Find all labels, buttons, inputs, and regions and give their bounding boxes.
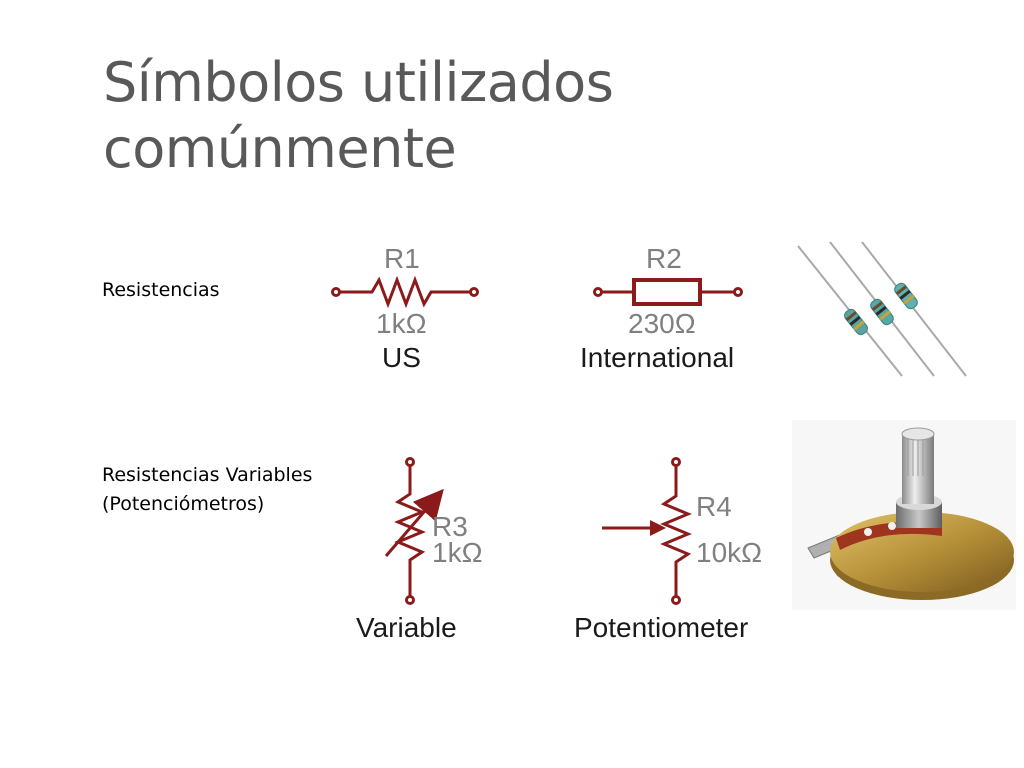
slide-title: Símbolos utilizados comúnmente	[103, 50, 903, 182]
r4-value: 10kΩ	[696, 537, 762, 568]
resistor-photo	[797, 241, 967, 377]
r3-designator: R3	[432, 511, 468, 542]
r2-value: 230Ω	[628, 308, 696, 339]
row-label-line-1: Resistencias Variables	[102, 464, 313, 486]
r3-caption: Variable	[356, 612, 457, 643]
title-line-2: comúnmente	[103, 117, 457, 180]
row-label-text: Resistencias	[102, 279, 220, 301]
title-line-1: Símbolos utilizados	[103, 51, 614, 114]
r2-designator: R2	[646, 243, 682, 274]
row-label-resistencias: Resistencias	[102, 276, 220, 305]
r4-caption: Potentiometer	[574, 612, 748, 643]
resistor-us-symbol: R1 1kΩ US	[331, 243, 479, 373]
potentiometer-photo	[792, 420, 1016, 610]
row-label-resistencias-variables: Resistencias Variables (Potenciómetros)	[102, 461, 312, 519]
r2-caption: International	[580, 342, 734, 373]
potentiometer-symbol: R4 10kΩ Potentiometer	[574, 457, 762, 643]
r1-caption: US	[382, 342, 421, 373]
r3-value: 1kΩ	[432, 537, 483, 568]
resistor-international-symbol: R2 230Ω International	[580, 243, 743, 373]
r1-value: 1kΩ	[376, 308, 427, 339]
r1-designator: R1	[384, 243, 420, 274]
r4-designator: R4	[696, 491, 732, 522]
row-label-line-2: (Potenciómetros)	[102, 493, 265, 515]
variable-resistor-symbol: R3 1kΩ Variable	[356, 457, 483, 643]
